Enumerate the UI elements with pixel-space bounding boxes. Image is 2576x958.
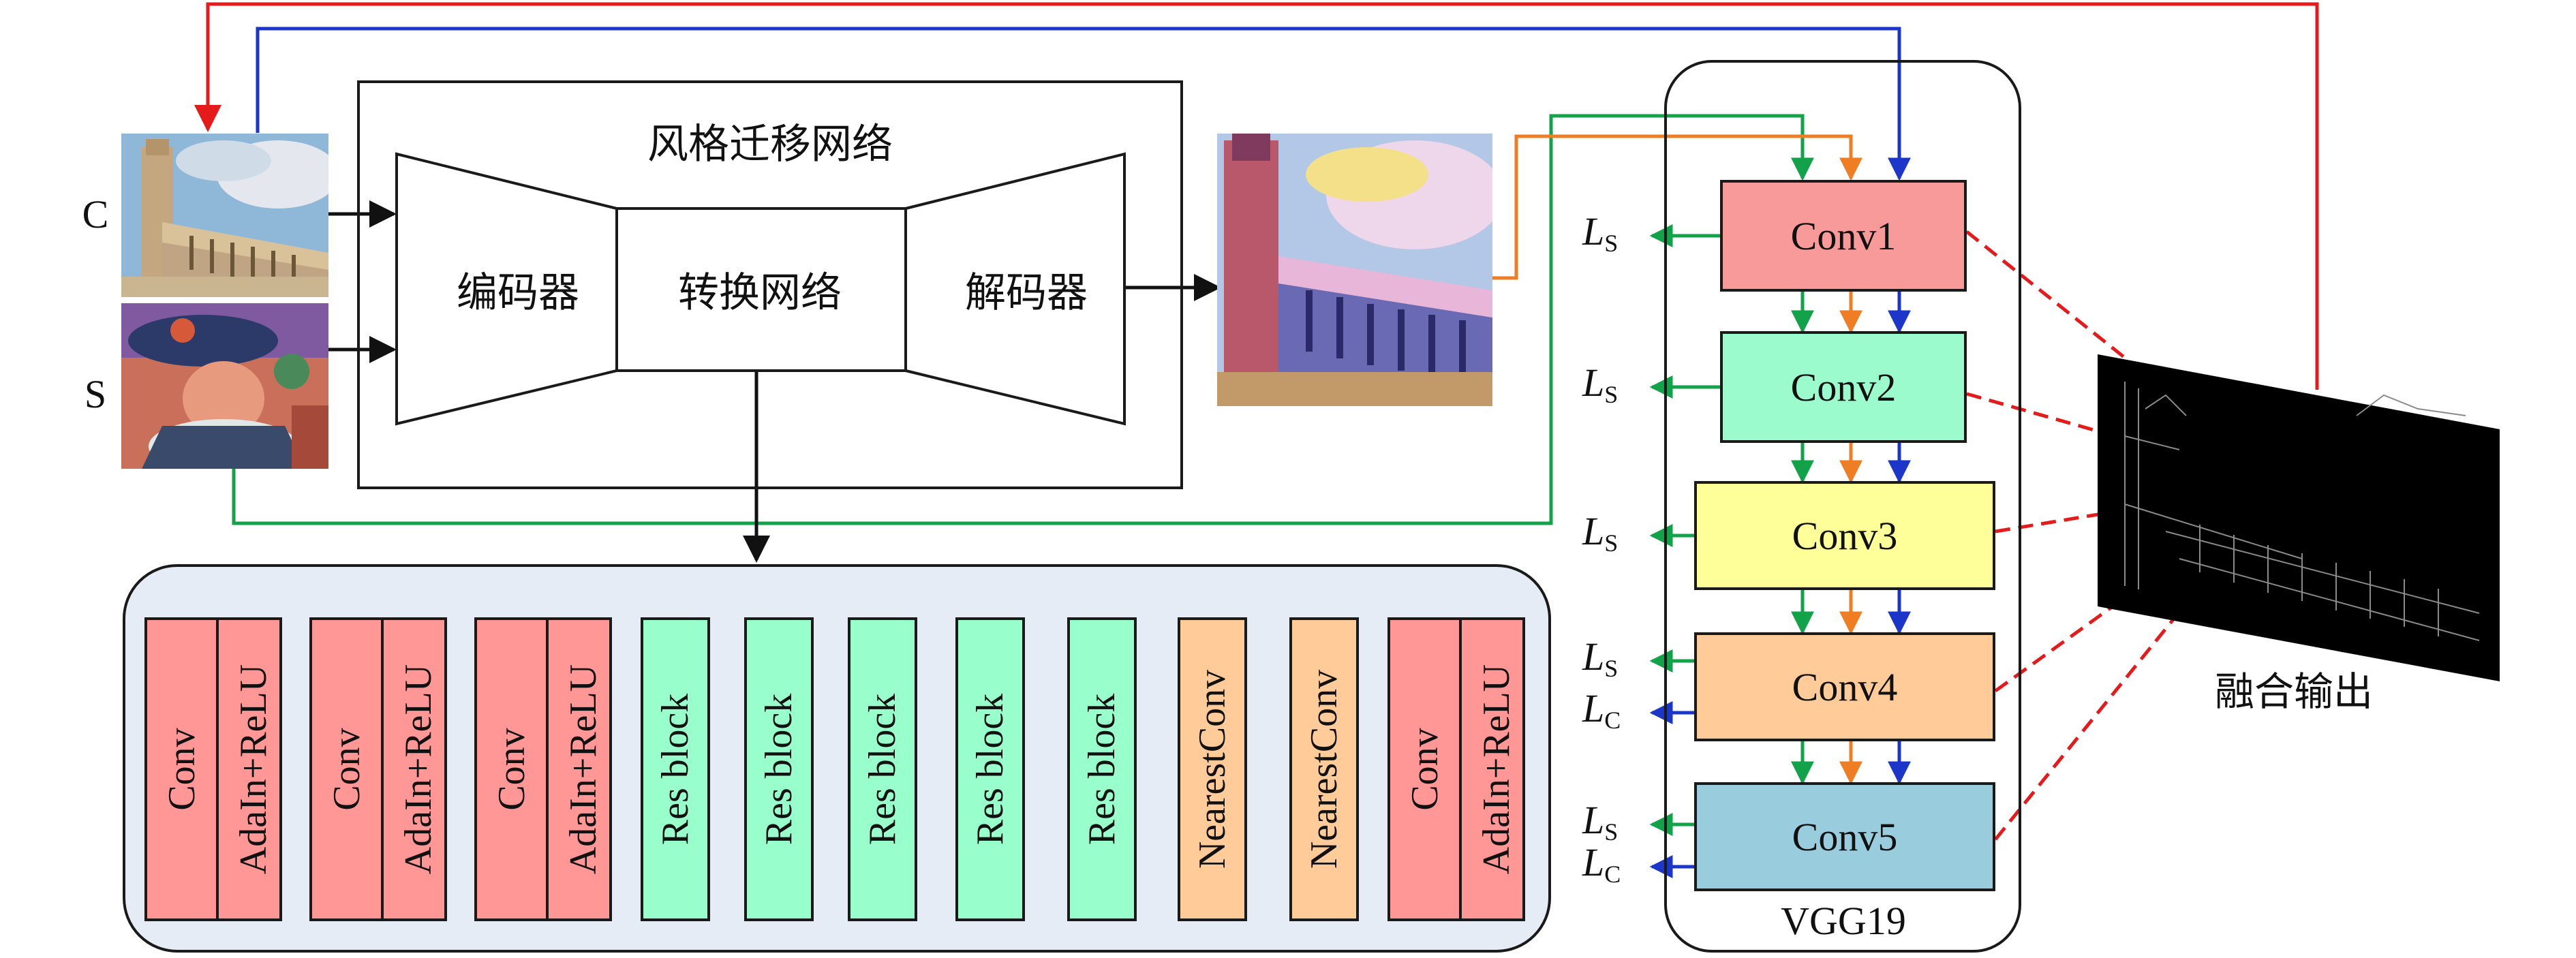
conv4-label: Conv4: [1792, 664, 1898, 709]
style-loss-label: LS: [1582, 360, 1618, 409]
stylized-output-image: [1217, 134, 1492, 406]
conv2-label: Conv2: [1790, 365, 1897, 410]
adain-relu-half: AdaIn+ReLU: [546, 620, 617, 918]
loss-symbol: L: [1582, 209, 1605, 253]
style-transfer-network: [357, 80, 1183, 489]
transform-block-11: Conv AdaIn+ReLU: [1387, 617, 1525, 921]
block-text: Res block: [861, 693, 904, 846]
conv1-label: Conv1: [1790, 213, 1897, 258]
style-loss-label: LS: [1582, 797, 1618, 846]
block-text: Res block: [969, 693, 1011, 846]
style-loss-label: LS: [1582, 634, 1618, 683]
transform-block-6: Res block: [848, 617, 917, 921]
content-loss-label: LC: [1582, 839, 1621, 889]
style-label: S: [84, 371, 107, 416]
loss-symbol: L: [1582, 840, 1605, 884]
transform-block-7: Res block: [955, 617, 1025, 921]
conv-half: Conv: [477, 620, 546, 918]
style-image: [121, 303, 328, 469]
conv-text: Conv: [160, 728, 203, 811]
vgg19-label: VGG19: [1781, 898, 1906, 943]
adain-relu-text: AdaIn+ReLU: [562, 664, 604, 875]
adain-relu-text: AdaIn+ReLU: [232, 664, 275, 875]
adain-relu-text: AdaIn+ReLU: [1475, 664, 1518, 875]
network-title: 风格迁移网络: [647, 120, 893, 168]
loss-subscript: C: [1604, 707, 1621, 734]
block-text: Res block: [1081, 693, 1123, 846]
vgg-conv1: Conv1: [1720, 180, 1967, 292]
conv-text: Conv: [325, 728, 368, 811]
block-text: Res block: [758, 693, 800, 846]
vgg-conv4: Conv4: [1694, 632, 1995, 741]
transform-block-3: Conv AdaIn+ReLU: [474, 617, 612, 921]
block-text: NearestConv: [1191, 669, 1233, 869]
conv-half: Conv: [147, 620, 216, 918]
block-text: Res block: [654, 693, 696, 846]
transform-block-4: Res block: [641, 617, 710, 921]
encoder-label: 编码器: [457, 268, 579, 317]
adain-relu-half: AdaIn+ReLU: [216, 620, 288, 918]
loss-symbol: L: [1582, 509, 1605, 553]
conv5-label: Conv5: [1792, 814, 1898, 859]
transform-block-5: Res block: [744, 617, 814, 921]
transform-block-1: Conv AdaIn+ReLU: [144, 617, 282, 921]
conv-text: Conv: [490, 728, 533, 811]
transform-label: 转换网络: [678, 268, 842, 317]
block-text: NearestConv: [1303, 669, 1345, 869]
decoder-label: 解码器: [965, 268, 1088, 317]
conv3-label: Conv3: [1792, 513, 1898, 558]
content-loss-label: LC: [1582, 685, 1621, 735]
transform-block-2: Conv AdaIn+ReLU: [309, 617, 447, 921]
loss-subscript: S: [1604, 818, 1619, 846]
transform-network-block: [615, 207, 907, 372]
loss-subscript: S: [1604, 381, 1619, 408]
vgg-conv2: Conv2: [1720, 331, 1967, 443]
loss-subscript: C: [1604, 861, 1621, 888]
content-image: [121, 134, 328, 297]
loss-subscript: S: [1604, 529, 1619, 557]
adain-relu-text: AdaIn+ReLU: [397, 664, 440, 875]
adain-relu-half: AdaIn+ReLU: [381, 620, 453, 918]
conv-half: Conv: [312, 620, 381, 918]
conv-text: Conv: [1403, 728, 1446, 811]
conv-half: Conv: [1390, 620, 1459, 918]
vgg-conv5: Conv5: [1694, 782, 1995, 891]
decoder-block: [904, 152, 1126, 426]
loss-symbol: L: [1582, 360, 1605, 405]
loss-symbol: L: [1582, 634, 1605, 679]
loss-symbol: L: [1582, 686, 1605, 730]
style-loss-label: LS: [1582, 508, 1618, 557]
content-label: C: [82, 191, 109, 236]
style-loss-label: LS: [1582, 208, 1618, 258]
loss-subscript: S: [1604, 655, 1619, 682]
transform-block-10: NearestConv: [1289, 617, 1359, 921]
fusion-output-label: 融合输出: [2214, 668, 2373, 715]
transform-block-9: NearestConv: [1178, 617, 1247, 921]
vgg-conv3: Conv3: [1694, 481, 1995, 590]
adain-relu-half: AdaIn+ReLU: [1459, 620, 1531, 918]
transform-block-8: Res block: [1067, 617, 1137, 921]
vgg19-container: [1664, 60, 2021, 953]
fusion-output-image: [2098, 354, 2500, 681]
loss-symbol: L: [1582, 798, 1605, 842]
loss-subscript: S: [1604, 230, 1619, 257]
